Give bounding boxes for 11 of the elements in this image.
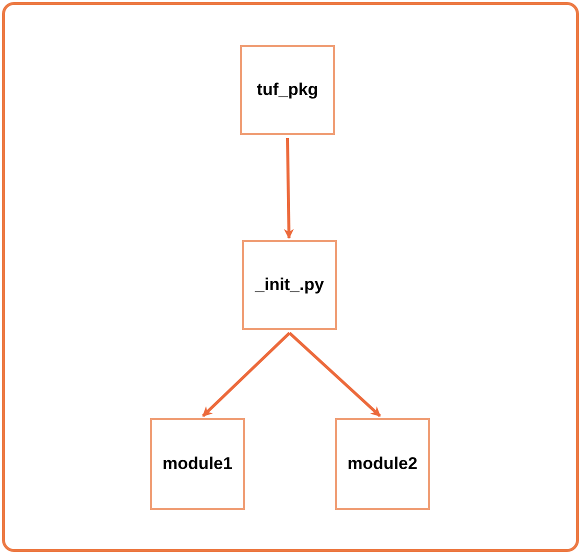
module-box — [242, 240, 337, 330]
module-box — [150, 418, 245, 510]
node-label: tuf_pkg — [256, 79, 318, 102]
arrow — [288, 332, 382, 418]
module-box — [240, 45, 335, 135]
module-box — [335, 418, 430, 510]
node-label: module2 — [348, 453, 418, 476]
node-label: module1 — [162, 453, 232, 476]
arrow — [202, 332, 291, 418]
arrow — [284, 138, 294, 239]
node-label: _init_.py — [255, 274, 324, 296]
